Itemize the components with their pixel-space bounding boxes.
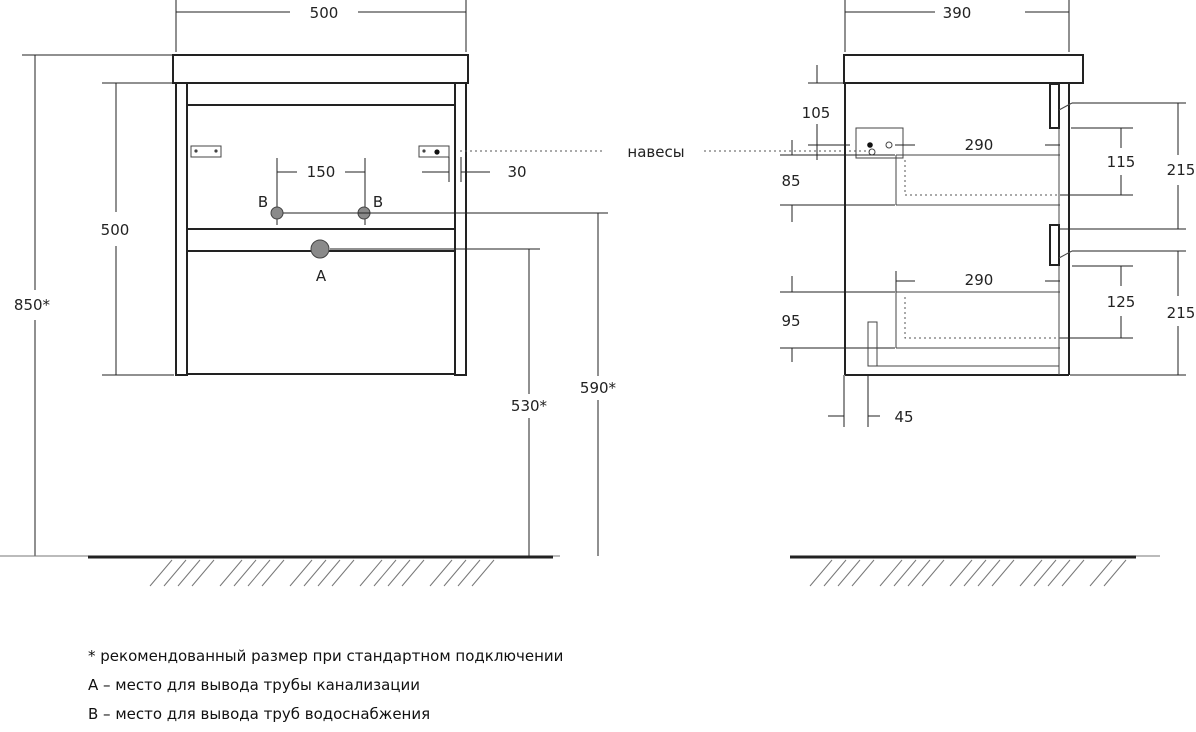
floor-hatching-front: [149, 559, 495, 587]
hinge-left: [190, 145, 222, 158]
plinth-profile: [867, 321, 878, 367]
side-countertop: [843, 54, 1084, 84]
label-pipe-b-left: B: [258, 193, 268, 211]
label-pipe-a: A: [316, 267, 327, 285]
dim-lower-rail: 215: [1167, 304, 1196, 322]
front-view: 500 30 150: [0, 0, 617, 587]
dim-upper-drawer-gap: 85: [781, 172, 800, 190]
dim-upper-rail: 215: [1167, 161, 1196, 179]
cabinet-right-wall: [454, 82, 467, 376]
dim-supply-height: 590*: [580, 379, 617, 397]
note-recommended: * рекомендованный размер при стандартном…: [88, 647, 564, 665]
note-supply: В – место для вывода труб водоснабжения: [88, 705, 431, 723]
label-pipe-b-right: B: [373, 193, 383, 211]
floor-hatching-side: [809, 559, 1127, 587]
supply-pipe-left: [270, 206, 284, 220]
countertop: [172, 54, 469, 84]
top-rail: [186, 82, 456, 106]
dim-lower-drawer-gap: 95: [781, 312, 800, 330]
dim-plinth: 45: [894, 408, 913, 426]
dim-lower-drawer-height: 125: [1107, 293, 1136, 311]
hinge-right: [418, 145, 450, 158]
dim-lower-drawer-depth: 290: [965, 271, 994, 289]
drain-pipe: [310, 239, 330, 259]
dim-upper-drawer-depth: 290: [965, 136, 994, 154]
dim-drain-height: 530*: [511, 397, 548, 415]
dim-hinge-offset: 30: [507, 163, 526, 181]
dim-upper-drawer-height: 115: [1107, 153, 1136, 171]
lower-front-handle: [1049, 224, 1060, 266]
dim-pipe-spacing: 150: [307, 163, 336, 181]
label-hinges: навесы: [627, 143, 684, 161]
dim-top-offset: 105: [802, 104, 831, 122]
side-view: 390 105 290: [780, 0, 1196, 587]
dim-total-height: 850*: [14, 296, 51, 314]
upper-front-handle: [1049, 83, 1060, 129]
dim-side-depth: 390: [943, 4, 972, 22]
side-hinge: [855, 127, 904, 159]
note-drain: А – место для вывода трубы канализации: [88, 676, 421, 694]
hinge-callout: навесы: [460, 143, 870, 161]
dim-front-width: 500: [310, 4, 339, 22]
dim-body-height: 500: [101, 221, 130, 239]
legend-notes: * рекомендованный размер при стандартном…: [88, 645, 563, 732]
cabinet-left-wall: [175, 82, 188, 376]
